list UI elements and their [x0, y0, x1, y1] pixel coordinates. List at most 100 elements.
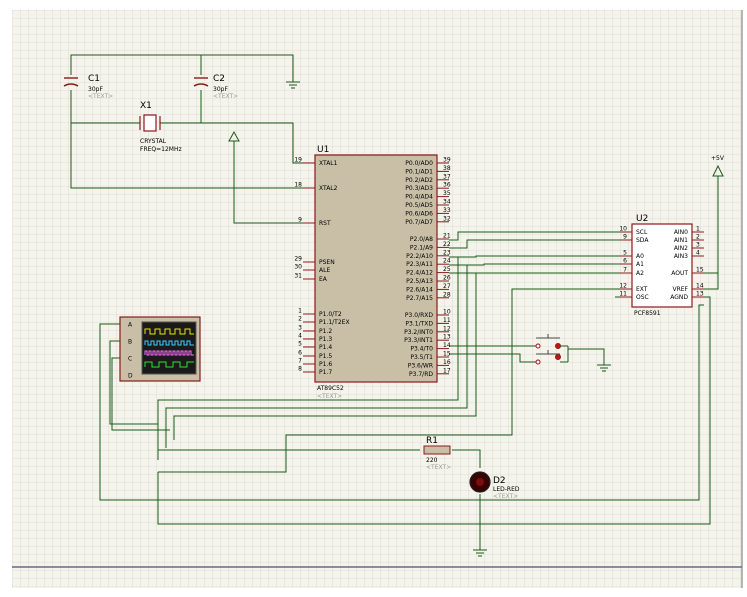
- u2-pin-name: A1: [636, 261, 644, 268]
- u1-pin-number: 30: [294, 264, 302, 271]
- x1-type: CRYSTAL: [140, 138, 167, 145]
- u1-part: AT89C52: [317, 385, 344, 392]
- push-button-2[interactable]: [527, 350, 568, 365]
- u1-pin-name: P1.4: [319, 344, 332, 351]
- u1-pin-name: EA: [319, 276, 328, 283]
- scope-trace-d: [144, 361, 194, 368]
- u1-pin-number: 11: [443, 317, 451, 324]
- x1-ref: X1: [140, 101, 152, 111]
- u1-pin-number: 15: [443, 351, 451, 358]
- u1-pin-name: P3.3/INT1: [404, 337, 433, 344]
- r1-ref: R1: [426, 436, 438, 446]
- power-arrow-rst: [228, 130, 240, 142]
- capacitor-c1[interactable]: C1 30pF <TEXT>: [63, 74, 113, 100]
- u2-pin-name: AOUT: [671, 270, 688, 277]
- x1-freq: FREQ=12MHz: [140, 146, 182, 153]
- r1-hint: <TEXT>: [426, 464, 451, 471]
- u1-pin-name: P3.4/T0: [410, 346, 433, 353]
- u1-pin-name: P3.6/WR: [408, 362, 433, 369]
- u1-pin-name: P2.4/A12: [406, 270, 433, 277]
- u1-pin-name: P0.1/AD1: [405, 168, 433, 175]
- u1-pin-number: 10: [443, 309, 451, 316]
- u1-pin-name: P0.4/AD4: [405, 194, 433, 201]
- u1-pin-number: 19: [294, 157, 302, 164]
- u2-pin-name: VREF: [672, 286, 688, 293]
- u1-pin-number: 7: [298, 358, 302, 365]
- u1-pin-name: XTAL2: [319, 185, 338, 192]
- c1-value: 30pF: [88, 86, 103, 93]
- u2-ref: U2: [636, 214, 648, 224]
- u2-part: PCF8591: [634, 310, 661, 317]
- c1-hint: <TEXT>: [88, 93, 113, 100]
- u1-pin-number: 25: [443, 266, 451, 273]
- u1-pin-number: 8: [298, 366, 302, 373]
- u2-pin-name: AIN3: [674, 253, 688, 260]
- u1-pin-number: 16: [443, 359, 451, 366]
- u1-pin-name: RST: [319, 220, 331, 227]
- u1-pin-number: 39: [443, 157, 451, 164]
- u2-pin-name: SCL: [636, 229, 648, 236]
- u1-pin-name: P0.2/AD2: [405, 177, 433, 184]
- power-terminal-5v[interactable]: +5V: [711, 155, 725, 177]
- u2-pin-number: 6: [623, 258, 627, 265]
- u1-pin-number: 22: [443, 241, 451, 248]
- u1-pin-number: 17: [443, 367, 451, 374]
- u1-pin-name: P2.1/A9: [410, 244, 433, 251]
- scope-trace-c: [144, 350, 194, 356]
- u2-pin-number: 4: [696, 250, 700, 257]
- u2-pin-name: A0: [636, 253, 644, 260]
- u1-pin-number: 36: [443, 182, 451, 189]
- u1-pin-number: 24: [443, 258, 451, 265]
- u2-pin-number: 15: [696, 267, 704, 274]
- ground-symbol-switch: [597, 364, 611, 372]
- u2-pin-name: SDA: [636, 237, 649, 244]
- u2-pin-number: 3: [696, 242, 700, 249]
- u1-pin-number: 27: [443, 283, 451, 290]
- scope-trace-a: [144, 328, 194, 335]
- scope-channel-label: C: [128, 356, 132, 363]
- u1-pin-number: 38: [443, 165, 451, 172]
- u1-pin-number: 3: [298, 325, 302, 332]
- u2-pin-name: AIN2: [674, 245, 688, 252]
- u1-pin-name: P2.7/A15: [406, 295, 433, 302]
- u1-pin-number: 6: [298, 350, 302, 357]
- ground-symbol-top: [286, 81, 300, 89]
- u1-pin-number: 35: [443, 190, 451, 197]
- resistor-r1[interactable]: R1 220 <TEXT>: [423, 436, 451, 471]
- u1-pin-name: P1.3: [319, 336, 332, 343]
- u1-pin-name: P1.1/T2EX: [319, 319, 350, 326]
- u2-pin-number: 12: [619, 283, 627, 290]
- power-label: +5V: [711, 155, 725, 162]
- u2-pin-number: 14: [696, 283, 704, 290]
- u2-pin-name: A2: [636, 270, 644, 277]
- u1-pin-number: 26: [443, 275, 451, 282]
- capacitor-c2[interactable]: C2 30pF <TEXT>: [193, 74, 238, 100]
- u1-pin-name: P1.2: [319, 328, 332, 335]
- u1-pin-name: XTAL1: [319, 160, 338, 167]
- u1-pin-number: 12: [443, 325, 451, 332]
- u1-pin-name: P2.5/A13: [406, 278, 433, 285]
- scope-channel-label: B: [128, 339, 132, 346]
- crystal-x1[interactable]: X1 CRYSTAL FREQ=12MHz: [139, 101, 182, 153]
- u1-pin-name: P0.6/AD6: [405, 210, 433, 217]
- scope-trace-b: [144, 340, 194, 346]
- u1-pin-number: 9: [298, 217, 302, 224]
- u1-pin-number: 29: [294, 256, 302, 263]
- u2-pin-name: AIN0: [674, 229, 688, 236]
- u1-pin-name: P0.0/AD0: [405, 160, 433, 167]
- u1-pin-name: P2.6/A14: [406, 286, 433, 293]
- push-button-1[interactable]: [527, 334, 568, 349]
- u2-pin-number: 11: [619, 291, 627, 298]
- u1-pin-number: 13: [443, 334, 451, 341]
- ground-symbol-bottom: [473, 549, 487, 557]
- u2-pin-number: 5: [623, 250, 627, 257]
- u1-pin-name: P3.0/RXD: [405, 312, 433, 319]
- led-d2[interactable]: D2 LED-RED <TEXT>: [469, 471, 520, 500]
- d2-type: LED-RED: [493, 486, 520, 493]
- u2-pin-number: 7: [623, 267, 627, 274]
